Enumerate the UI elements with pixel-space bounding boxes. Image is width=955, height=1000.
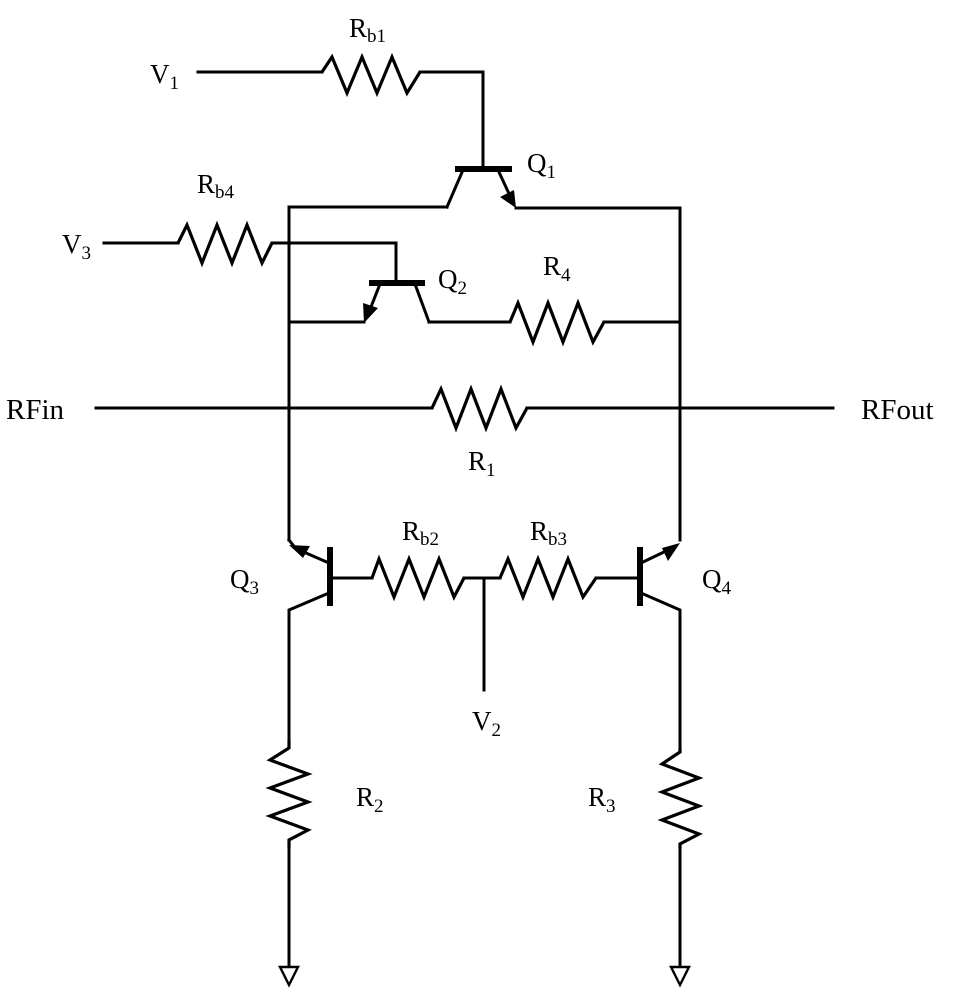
resistor-r1 (430, 384, 529, 433)
resistor-rb1 (320, 52, 422, 98)
node-label-v3: V3 (62, 229, 91, 264)
edge-q1-emitter-right-rail (514, 206, 682, 542)
resistor-rb2 (370, 554, 466, 602)
resistor-r4 (508, 298, 606, 347)
transistor-q1 (445, 166, 516, 209)
node-label-rfin: RFin (6, 394, 65, 426)
resistor-r3 (657, 748, 704, 848)
node-label-v2: V2 (472, 706, 501, 741)
node-label-r4: R4 (543, 251, 571, 286)
transistor-q3 (286, 537, 333, 742)
node-label-q3: Q3 (230, 564, 259, 599)
node-label-rb4: Rb4 (197, 169, 235, 203)
resistor-rb4 (176, 220, 274, 268)
edge-rb4-q2-base (270, 241, 398, 282)
ground-symbol-left (278, 965, 300, 988)
node-label-q1: Q1 (527, 148, 556, 183)
edge-rb1-q1-base (418, 70, 485, 169)
node-label-rb1: Rb1 (349, 13, 386, 47)
resistor-rb3 (498, 554, 598, 602)
edge-q1-collector-left-rail (287, 205, 449, 542)
ground-symbol-right (669, 965, 691, 988)
node-label-v1: V1 (150, 59, 179, 94)
transistor-q2 (363, 280, 431, 324)
node-label-r1: R1 (468, 446, 496, 481)
node-label-q4: Q4 (702, 564, 732, 599)
transistor-q4 (637, 543, 682, 750)
node-label-rfout: RFout (861, 394, 934, 426)
node-label-q2: Q2 (438, 264, 467, 299)
node-label-rb2: Rb2 (402, 516, 439, 550)
node-label-r2: R2 (356, 782, 384, 817)
node-label-rb3: Rb3 (530, 516, 567, 550)
edge-rb2-v2-rb3 (462, 576, 502, 692)
node-label-r3: R3 (588, 782, 616, 817)
resistor-r2 (265, 740, 313, 848)
